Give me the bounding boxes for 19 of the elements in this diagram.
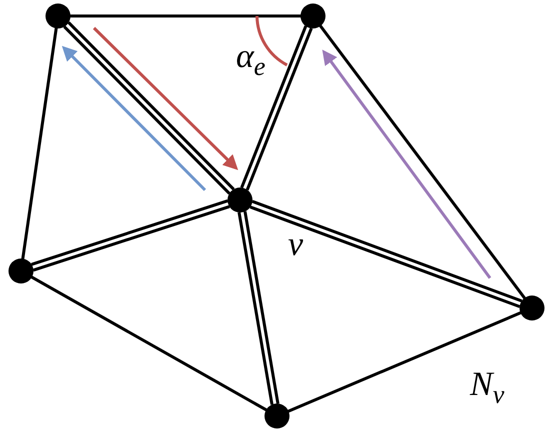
edge-line <box>319 24 526 300</box>
edge-line <box>21 28 58 260</box>
vertex-dot <box>264 403 290 429</box>
vertex-dot <box>45 3 71 29</box>
double-line-edge <box>63 21 235 195</box>
vertex-dot <box>300 3 326 29</box>
math-label: N$_{v}$ <box>470 368 504 408</box>
double-line-edge <box>250 200 522 308</box>
double-line-edge <box>31 199 230 272</box>
math-label: v <box>288 228 304 262</box>
vertex-dot <box>519 295 545 321</box>
edge-line <box>70 14 301 18</box>
double-line-edge <box>240 26 313 190</box>
double-line-edge <box>238 211 280 405</box>
edge-line <box>30 276 268 412</box>
vertex-dot <box>227 187 253 213</box>
math-label: α$_{e}$ <box>236 40 266 80</box>
edge-line <box>287 311 522 413</box>
vertex-dot <box>8 258 34 284</box>
